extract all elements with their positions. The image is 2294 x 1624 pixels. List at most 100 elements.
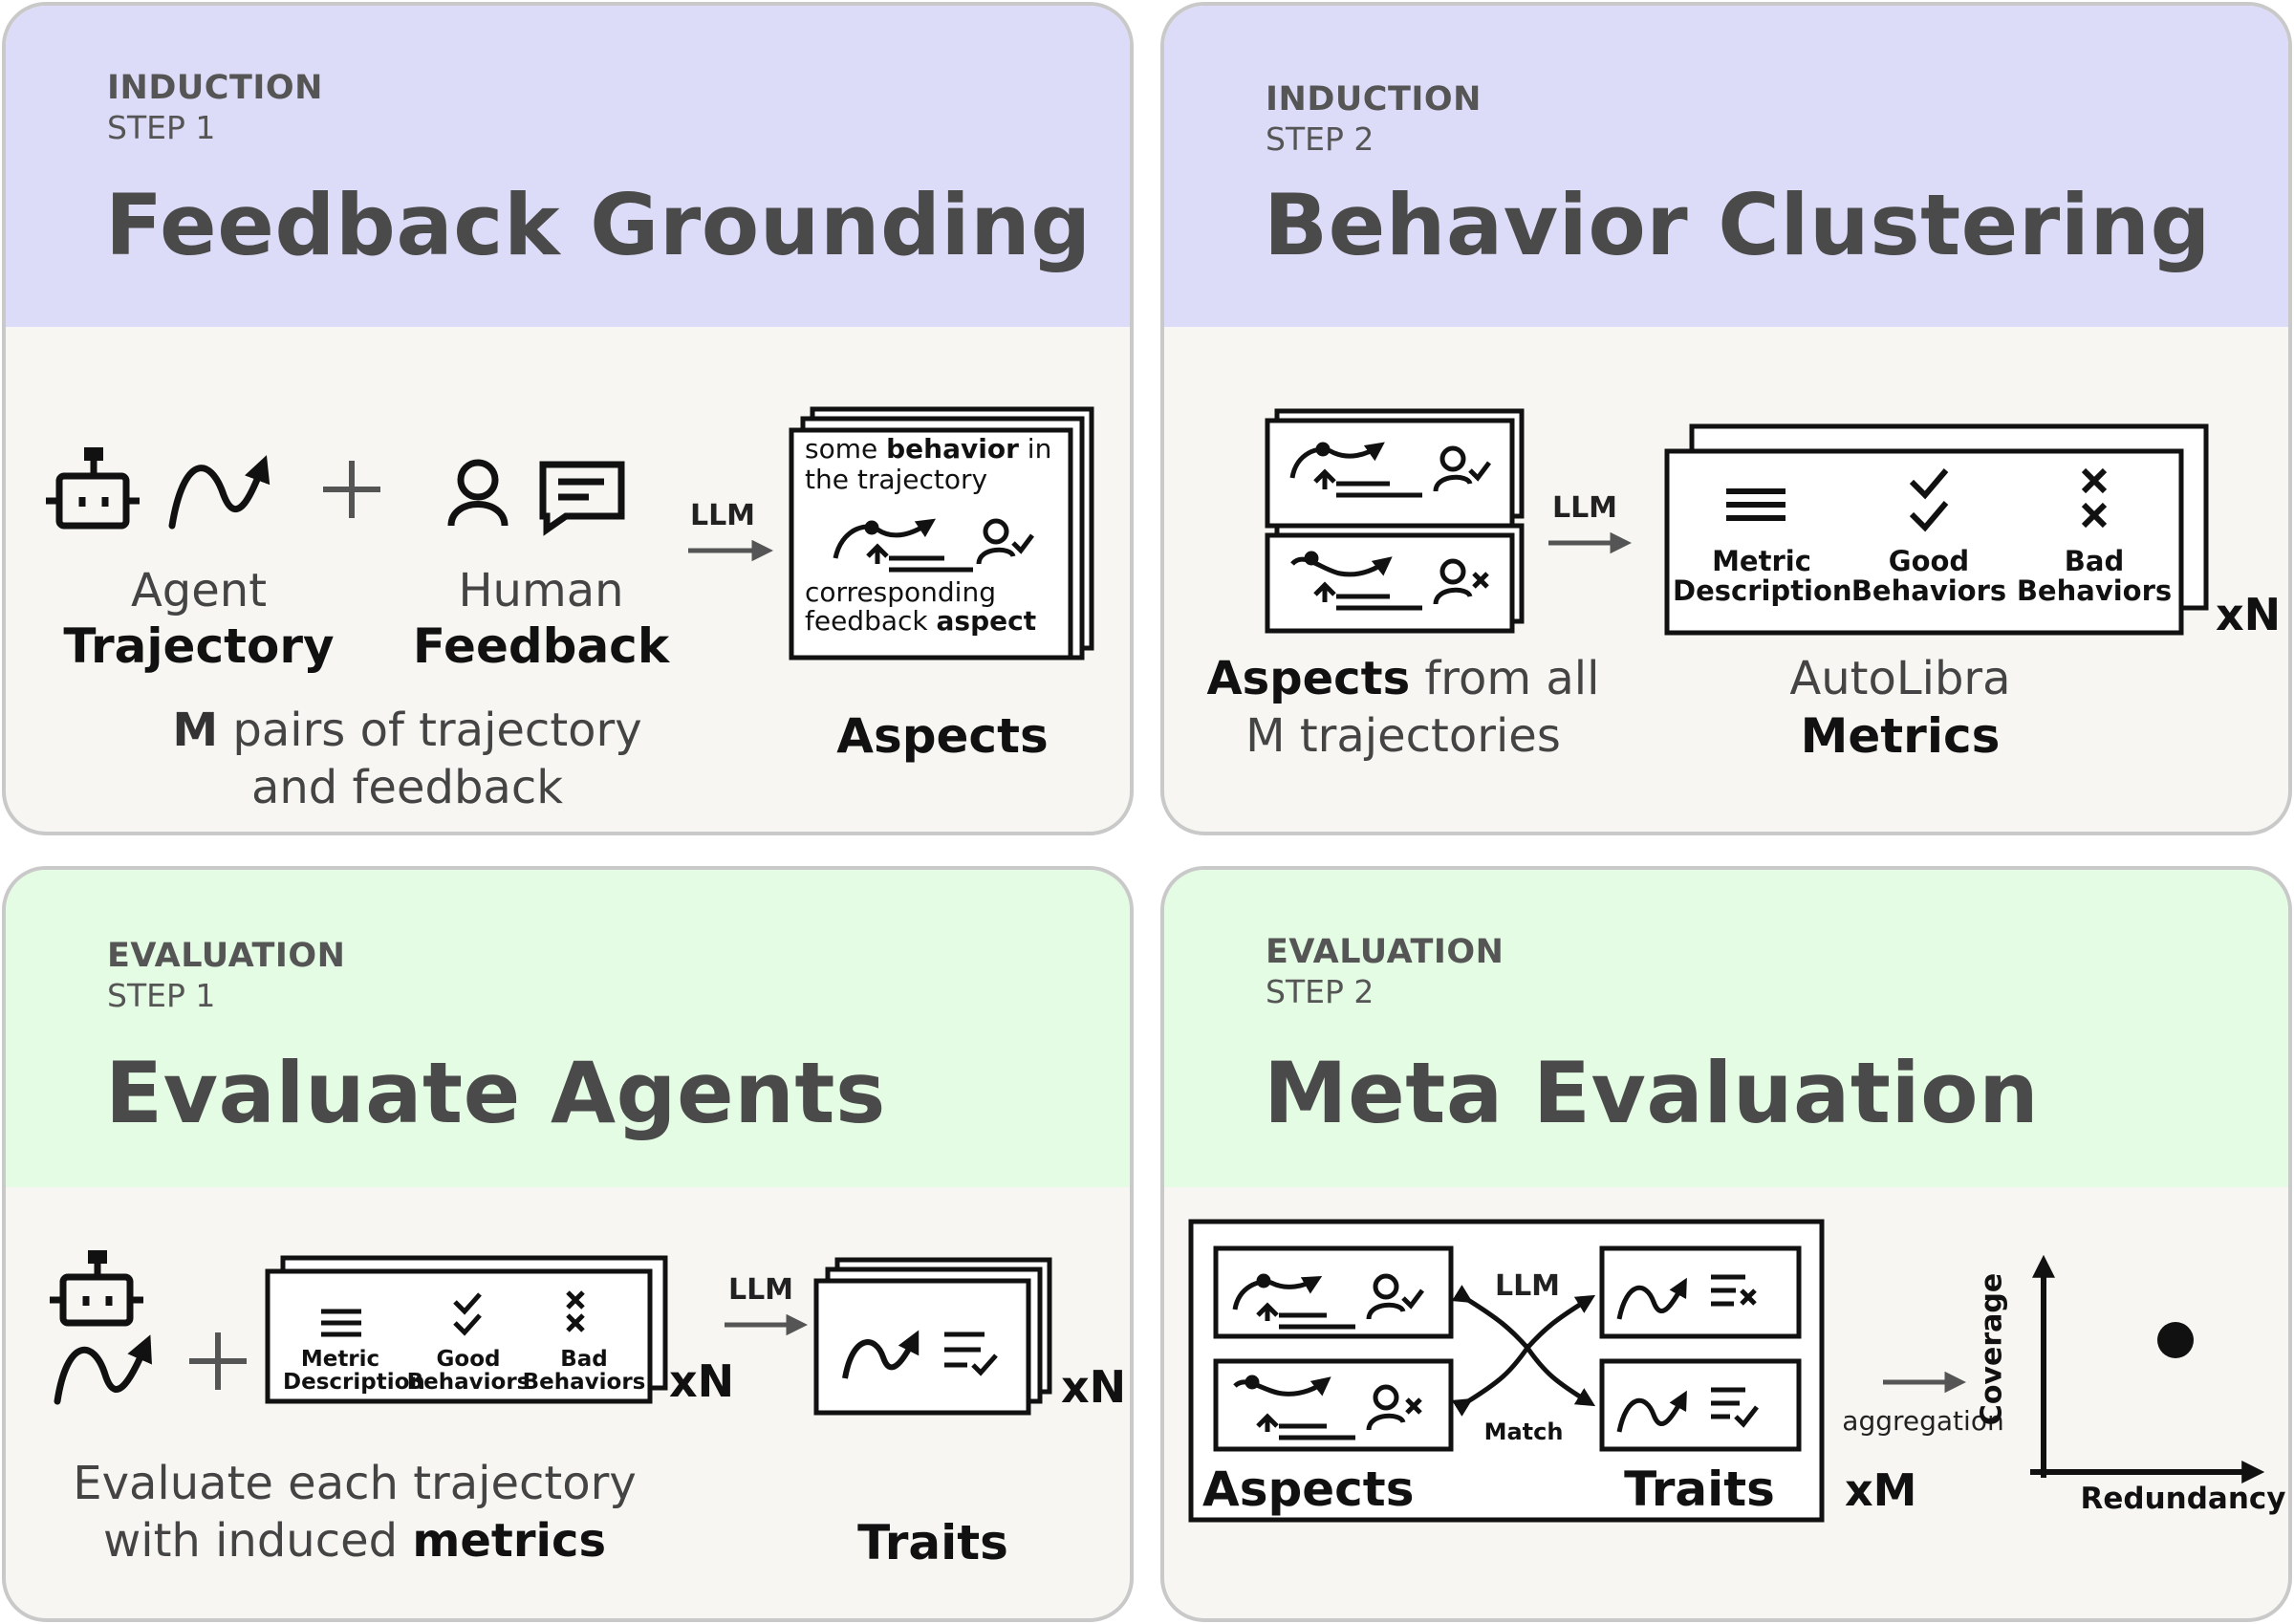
person-check-icon bbox=[1433, 445, 1491, 492]
llm-label: LLM bbox=[727, 1273, 794, 1307]
card-line-4: feedback aspect bbox=[805, 605, 1037, 637]
trait-card bbox=[813, 1278, 1031, 1416]
evaluate-agents-diagram bbox=[50, 1250, 1052, 1416]
panel-title: Feedback Grounding bbox=[105, 176, 1092, 274]
behavior-snippet-icon bbox=[1290, 551, 1422, 611]
aspect-card-positive bbox=[1213, 1245, 1454, 1339]
aspects-caption: Aspects from all bbox=[1206, 652, 1600, 705]
trajectory-label: Trajectory bbox=[63, 618, 335, 674]
person-x-icon bbox=[1366, 1384, 1422, 1431]
trajectory-icon bbox=[54, 1334, 152, 1405]
meta-evaluation-diagram bbox=[1188, 1219, 2265, 1523]
panel-header: EVALUATION STEP 2 Meta Evaluation bbox=[1164, 870, 2288, 1187]
plus-icon bbox=[323, 461, 380, 518]
person-x-icon bbox=[1433, 558, 1489, 605]
multiplier-label: xN bbox=[1061, 1361, 1127, 1413]
step-label: STEP 1 bbox=[107, 977, 216, 1014]
phase-label: INDUCTION bbox=[107, 69, 323, 107]
pairs-caption: M pairs of trajectory bbox=[172, 704, 642, 757]
evaluate-caption-line2: with induced metrics bbox=[102, 1514, 607, 1568]
aspect-card-negative bbox=[1265, 532, 1515, 634]
person-icon bbox=[447, 459, 509, 527]
panel-behavior-clustering: INDUCTION STEP 2 Behavior Clustering bbox=[1160, 2, 2292, 835]
double-check-icon bbox=[453, 1292, 482, 1336]
double-x-icon bbox=[566, 1290, 585, 1332]
match-arrows bbox=[1451, 1285, 1596, 1417]
panel-evaluate-agents: EVALUATION STEP 1 Evaluate Agents bbox=[2, 866, 1134, 1622]
multiplier-label: xN bbox=[669, 1355, 735, 1407]
phase-label: INDUCTION bbox=[1266, 80, 1482, 119]
llm-label: LLM bbox=[689, 499, 756, 532]
checklist-icon bbox=[944, 1332, 998, 1376]
panel-header: INDUCTION STEP 2 Behavior Clustering bbox=[1164, 6, 2288, 327]
aggregation-label: aggregation bbox=[1842, 1405, 2004, 1437]
person-check-icon bbox=[1366, 1273, 1424, 1320]
aspects-output-label: Aspects bbox=[836, 708, 1049, 764]
double-x-icon bbox=[2081, 467, 2108, 529]
human-label: Human bbox=[458, 564, 624, 617]
aspects-label: Aspects bbox=[1202, 1462, 1415, 1517]
trajectory-icon bbox=[168, 455, 271, 530]
phase-label: EVALUATION bbox=[107, 937, 346, 975]
traits-label: Traits bbox=[1624, 1462, 1775, 1517]
panel-title: Behavior Clustering bbox=[1264, 176, 2212, 274]
description-lines-icon bbox=[1726, 488, 1785, 521]
checklist-x-icon bbox=[1711, 1274, 1757, 1307]
panel-meta-evaluation: EVALUATION STEP 2 Meta Evaluation bbox=[1160, 866, 2292, 1622]
x-axis-label: Redundancy bbox=[2080, 1482, 2286, 1516]
pairs-caption-line2: and feedback bbox=[250, 761, 564, 814]
behavior-snippet-icon bbox=[1232, 1273, 1355, 1330]
card-line-2: the trajectory bbox=[805, 464, 988, 495]
panel-header: INDUCTION STEP 1 Feedback Grounding bbox=[6, 6, 1130, 327]
aspects-caption-line2: M trajectories bbox=[1245, 709, 1561, 763]
llm-label: LLM bbox=[1494, 1269, 1561, 1303]
trait-card-fail bbox=[1599, 1245, 1802, 1339]
phase-label: EVALUATION bbox=[1266, 933, 1504, 971]
robot-icon bbox=[46, 447, 140, 530]
feedback-grounding-diagram bbox=[46, 406, 1094, 660]
multiplier-label: xM bbox=[1845, 1464, 1917, 1516]
autolibra-label: AutoLibra bbox=[1789, 652, 2011, 705]
behavior-clustering-diagram bbox=[1265, 408, 2209, 636]
evaluate-caption: Evaluate each trajectory bbox=[73, 1457, 637, 1510]
card-line-1: some behavior in bbox=[805, 433, 1052, 465]
behavior-snippet-icon bbox=[1289, 442, 1422, 498]
panel-title: Meta Evaluation bbox=[1264, 1044, 2040, 1142]
card-line-3: corresponding bbox=[805, 576, 996, 608]
behavior-snippet-icon bbox=[1233, 1375, 1355, 1440]
result-point bbox=[2157, 1322, 2194, 1358]
llm-label: LLM bbox=[1551, 491, 1618, 525]
panel-header: EVALUATION STEP 1 Evaluate Agents bbox=[6, 870, 1130, 1187]
traits-output-label: Traits bbox=[857, 1515, 1008, 1570]
trait-card-pass bbox=[1599, 1358, 1802, 1452]
step-label: STEP 1 bbox=[107, 109, 216, 146]
multiplier-label: xN bbox=[2216, 589, 2282, 640]
robot-icon bbox=[50, 1250, 143, 1327]
y-axis-label: Coverage bbox=[1975, 1272, 2009, 1426]
feedback-label: Feedback bbox=[412, 618, 670, 674]
match-label: Match bbox=[1483, 1418, 1564, 1445]
metrics-output-label: Metrics bbox=[1800, 708, 2001, 764]
step-label: STEP 2 bbox=[1266, 120, 1374, 158]
trajectory-icon bbox=[842, 1330, 920, 1379]
checklist-icon bbox=[1711, 1387, 1759, 1428]
trajectory-icon bbox=[1616, 1390, 1687, 1433]
trajectory-icon bbox=[1616, 1277, 1687, 1320]
person-check-icon bbox=[976, 518, 1034, 565]
behavior-snippet-icon bbox=[833, 518, 973, 573]
panel-feedback-grounding: INDUCTION STEP 1 Feedback Grounding bbox=[2, 2, 1134, 835]
panel-title: Evaluate Agents bbox=[105, 1044, 886, 1142]
coverage-redundancy-axes bbox=[2030, 1254, 2265, 1483]
agent-label: Agent bbox=[130, 564, 268, 617]
plus-icon bbox=[189, 1332, 247, 1390]
double-check-icon bbox=[1909, 468, 1949, 532]
chat-bubble-icon bbox=[539, 461, 625, 536]
description-lines-icon bbox=[321, 1309, 361, 1337]
step-label: STEP 2 bbox=[1266, 973, 1374, 1010]
